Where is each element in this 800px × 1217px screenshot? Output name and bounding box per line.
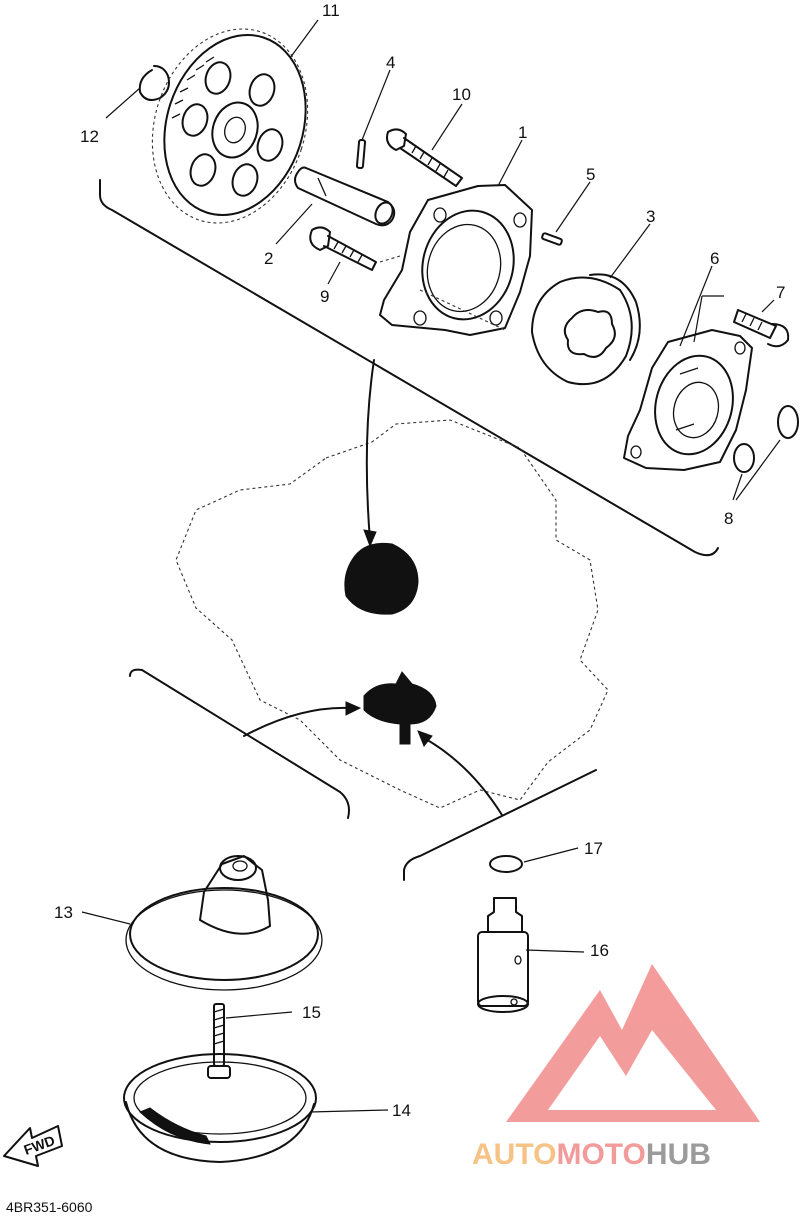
part-3-rotor [531,273,641,386]
part-9-bolt [309,226,377,271]
part-16-relief-valve [477,897,529,1013]
arrow-to-strainer-left [243,706,351,737]
part-code-label: 4BR351-6060 [6,1199,93,1215]
part-17-o-ring [489,855,523,873]
callout-15: 15 [302,1003,321,1022]
callout-11: 11 [322,1,340,20]
arrow-pump-to-engine [365,359,375,541]
callout-1: 1 [518,123,527,142]
part-15-stud-bolt [207,1003,231,1079]
callout-5: 5 [586,165,595,184]
callout-6: 6 [710,249,719,268]
automotohub-logo-mark [506,964,760,1122]
lower-left-panel-border [129,668,350,819]
part-12-circlip [138,65,170,101]
part-10-bolt [386,128,463,187]
watermark-moto: MOTO [556,1138,645,1171]
oil-pump-port [344,542,419,615]
arrow-to-strainer-right [423,737,503,816]
watermark-hub: HUB [646,1138,711,1171]
callout-14: 14 [392,1101,411,1120]
part-6-pump-cover [623,329,753,471]
svg-text:AUTOMOTOHUB: AUTOMOTOHUB [472,1138,711,1171]
callout-13: 13 [54,903,73,922]
part-13-oil-strainer [125,855,323,991]
part-4-dowel-pin [355,138,367,170]
oil-strainer-port [363,671,437,745]
watermark-auto: AUTO [472,1138,556,1171]
callout-10: 10 [452,85,471,104]
part-5-dowel-pin [541,232,563,246]
part-7-bolt [733,309,790,348]
upper-panel-border [99,179,719,557]
callout-8: 8 [724,509,733,528]
callout-4: 4 [386,53,395,72]
callout-2: 2 [264,249,273,268]
callout-9: 9 [320,287,329,306]
callout-17: 17 [584,839,603,858]
automotohub-watermark: AUTOMOTOHUB [472,964,760,1171]
part-8-o-rings [732,405,799,501]
callout-16: 16 [590,941,609,960]
forward-arrow-badge: FWD [3,1125,63,1167]
part-2-shaft [294,166,396,227]
part-11-gear [151,28,309,224]
engine-outline [175,419,609,809]
callout-7: 7 [776,283,785,302]
part-1-pump-housing [379,184,533,336]
callout-3: 3 [646,207,655,226]
lower-right-panel-border [403,769,597,881]
callout-12: 12 [80,127,99,146]
part-14-oil-pan [123,1053,317,1163]
